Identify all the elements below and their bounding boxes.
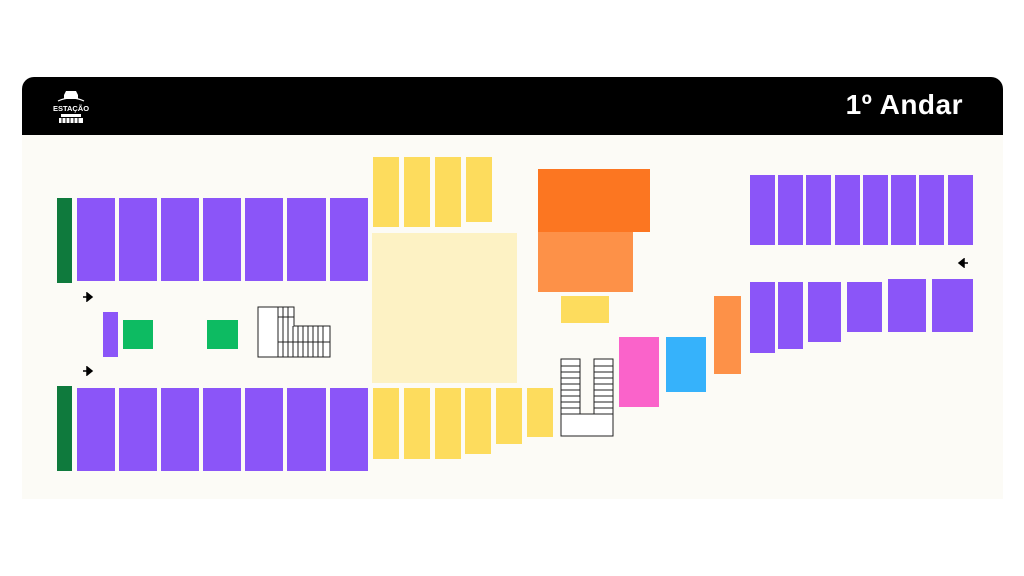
store-top-left-5[interactable] bbox=[245, 198, 283, 281]
store-top-left-3[interactable] bbox=[161, 198, 199, 281]
store-bottom-left-5[interactable] bbox=[245, 388, 283, 471]
store-top-left-7[interactable] bbox=[330, 198, 368, 281]
kiosk-yellow[interactable] bbox=[561, 296, 609, 323]
floor-title: 1º Andar bbox=[845, 89, 963, 120]
store-top-left-4[interactable] bbox=[203, 198, 241, 281]
food-store-bottom-5[interactable] bbox=[496, 388, 522, 444]
stairs-icon bbox=[560, 358, 614, 437]
store-top-right-1[interactable] bbox=[750, 175, 775, 245]
store-top-left-6[interactable] bbox=[287, 198, 326, 281]
store-top-right-8[interactable] bbox=[948, 175, 973, 245]
store-orange-small[interactable] bbox=[714, 296, 741, 374]
store-top-right-6[interactable] bbox=[891, 175, 916, 245]
store-bottom-left-4[interactable] bbox=[203, 388, 241, 471]
store-top-left-2[interactable] bbox=[119, 198, 157, 281]
store-mid-right-5[interactable] bbox=[888, 279, 926, 332]
header-bar: ESTAÇÃO 1º Andar bbox=[22, 77, 1003, 135]
store-bottom-left-7[interactable] bbox=[330, 388, 368, 471]
stairs-icon bbox=[257, 306, 331, 358]
entrance-arrow-icon bbox=[83, 292, 94, 302]
entrance-arrow-icon bbox=[83, 366, 94, 376]
store-top-right-7[interactable] bbox=[919, 175, 944, 245]
store-top-right-4[interactable] bbox=[835, 175, 860, 245]
store-top-left-1[interactable] bbox=[77, 198, 115, 281]
anchor-store-bottom-left[interactable] bbox=[57, 386, 72, 471]
store-mid-right-1[interactable] bbox=[750, 282, 775, 353]
food-store-bottom-3[interactable] bbox=[435, 388, 461, 459]
food-store-bottom-6[interactable] bbox=[527, 388, 553, 437]
store-pink[interactable] bbox=[619, 337, 659, 407]
train-station-logo: ESTAÇÃO bbox=[53, 91, 89, 123]
store-blue[interactable] bbox=[666, 337, 706, 392]
store-mid-right-2[interactable] bbox=[778, 282, 803, 349]
food-store-bottom-4[interactable] bbox=[465, 388, 491, 454]
store-bottom-left-1[interactable] bbox=[77, 388, 115, 471]
food-store-top-1[interactable] bbox=[373, 157, 399, 227]
kiosk-green-1[interactable] bbox=[123, 320, 153, 349]
food-store-top-4[interactable] bbox=[466, 157, 492, 222]
food-store-bottom-1[interactable] bbox=[373, 388, 399, 459]
food-court-area[interactable] bbox=[372, 233, 517, 383]
store-top-right-2[interactable] bbox=[778, 175, 803, 245]
store-bottom-left-2[interactable] bbox=[119, 388, 157, 471]
food-store-bottom-2[interactable] bbox=[404, 388, 430, 459]
svg-text:ESTAÇÃO: ESTAÇÃO bbox=[53, 104, 89, 113]
entrance-arrow-icon bbox=[957, 258, 968, 268]
store-bottom-left-6[interactable] bbox=[287, 388, 326, 471]
store-top-right-3[interactable] bbox=[806, 175, 831, 245]
anchor-store-top-left[interactable] bbox=[57, 198, 72, 283]
store-mid-right-3[interactable] bbox=[808, 282, 841, 342]
store-bottom-left-3[interactable] bbox=[161, 388, 199, 471]
food-store-top-2[interactable] bbox=[404, 157, 430, 227]
kiosk-purple[interactable] bbox=[103, 312, 118, 357]
store-mid-right-4[interactable] bbox=[847, 282, 882, 332]
kiosk-green-2[interactable] bbox=[207, 320, 238, 349]
store-orange-dark[interactable] bbox=[538, 169, 650, 232]
store-orange[interactable] bbox=[538, 232, 633, 292]
store-mid-right-6[interactable] bbox=[932, 279, 973, 332]
food-store-top-3[interactable] bbox=[435, 157, 461, 227]
store-top-right-5[interactable] bbox=[863, 175, 888, 245]
